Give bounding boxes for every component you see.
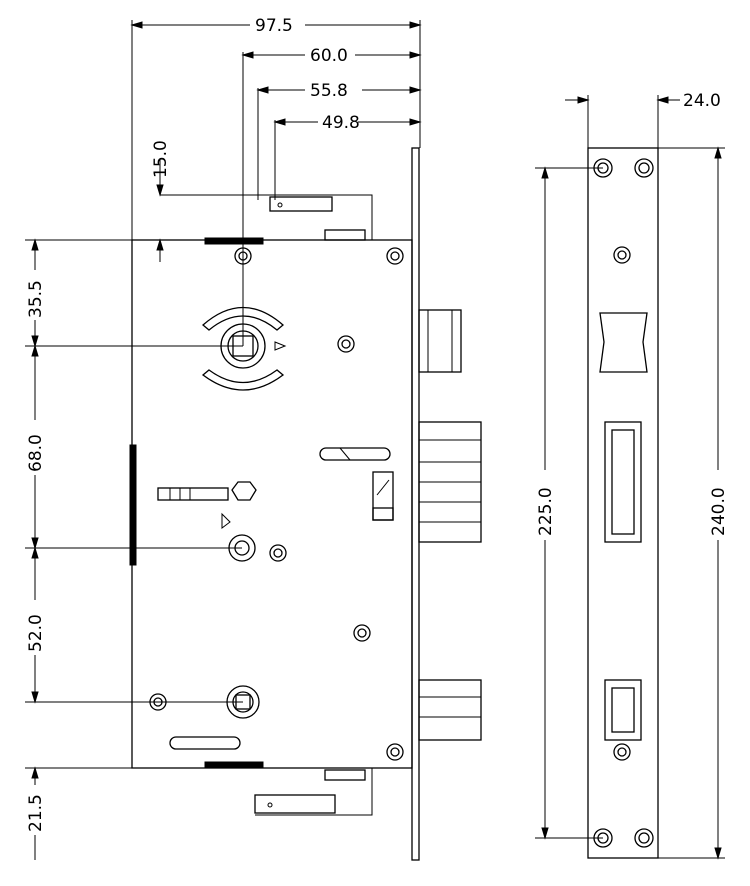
dim-faceplate-length: 240.0: [709, 487, 729, 536]
dim-spindle-to-face: 60.0: [310, 46, 348, 66]
dim-latch-offset-b: 49.8: [322, 113, 360, 133]
dimension-lines: [25, 20, 725, 860]
body-screws: [149, 247, 404, 761]
top-latch-arm: [160, 194, 373, 245]
spindle-hub: [201, 306, 287, 391]
dim-width-total: 97.5: [255, 16, 293, 36]
dimension-arrows: [31, 21, 722, 860]
lock-body: [129, 147, 420, 861]
dim-cylinder-to-lower: 52.0: [26, 614, 46, 652]
dimension-labels: 97.5 60.0 55.8 49.8 24.0 15.0 35.5 68.0 …: [26, 16, 729, 832]
faceplate: [587, 147, 659, 859]
latch-bolts: [418, 309, 482, 741]
dim-top-offset: 15.0: [151, 140, 171, 178]
dim-spindle-to-cylinder: 68.0: [26, 434, 46, 472]
dim-faceplate-width: 24.0: [683, 91, 721, 111]
dim-latch-offset-a: 55.8: [310, 81, 348, 101]
dim-bottom-offset: 21.5: [26, 794, 46, 832]
dim-screw-spacing: 225.0: [536, 487, 556, 536]
dim-top-to-spindle: 35.5: [26, 280, 46, 318]
bottom-latch-arm: [204, 761, 373, 816]
mechanism: [157, 447, 394, 750]
